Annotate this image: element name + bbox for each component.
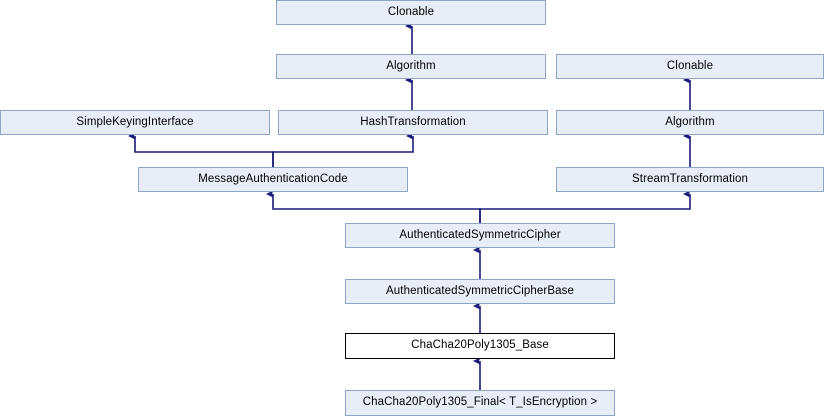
node-label: StreamTransformation <box>632 172 748 185</box>
node-label: HashTransformation <box>360 115 466 128</box>
node-label: ChaCha20Poly1305_Final< T_IsEncryption > <box>362 396 598 409</box>
edge-mac-to-simplekeyinginterface <box>128 132 274 167</box>
node-simplekeyinginterface[interactable]: SimpleKeyingInterface <box>0 110 270 135</box>
edge-asc-to-mac <box>266 190 481 223</box>
node-clonable-right[interactable]: Clonable <box>556 54 824 79</box>
node-label: SimpleKeyingInterface <box>76 115 194 128</box>
node-chacha20poly1305-final[interactable]: ChaCha20Poly1305_Final< T_IsEncryption > <box>345 390 615 416</box>
node-label: MessageAuthenticationCode <box>198 172 348 185</box>
node-label: AuthenticatedSymmetricCipherBase <box>386 284 574 297</box>
node-label: Algorithm <box>386 59 436 72</box>
node-label: AuthenticatedSymmetricCipher <box>399 228 561 241</box>
edge-mac-to-hashtransformation <box>272 132 414 167</box>
edge-asc-to-streamtransformation <box>479 190 691 223</box>
node-authenticatedsymmetriccipherbase[interactable]: AuthenticatedSymmetricCipherBase <box>345 279 615 304</box>
node-hashtransformation[interactable]: HashTransformation <box>278 110 548 135</box>
node-authenticatedsymmetriccipher[interactable]: AuthenticatedSymmetricCipher <box>345 223 615 248</box>
node-algorithm-right[interactable]: Algorithm <box>556 110 824 135</box>
node-label: Algorithm <box>665 115 715 128</box>
node-label: ChaCha20Poly1305_Base <box>411 339 549 352</box>
node-chacha20poly1305-base[interactable]: ChaCha20Poly1305_Base <box>345 333 615 359</box>
node-messageauthenticationcode[interactable]: MessageAuthenticationCode <box>138 167 408 192</box>
node-label: Clonable <box>666 59 714 72</box>
node-streamtransformation[interactable]: StreamTransformation <box>556 167 824 192</box>
node-algorithm-middle[interactable]: Algorithm <box>276 54 546 79</box>
node-label: Clonable <box>387 5 435 18</box>
node-clonable-top[interactable]: Clonable <box>276 0 546 25</box>
